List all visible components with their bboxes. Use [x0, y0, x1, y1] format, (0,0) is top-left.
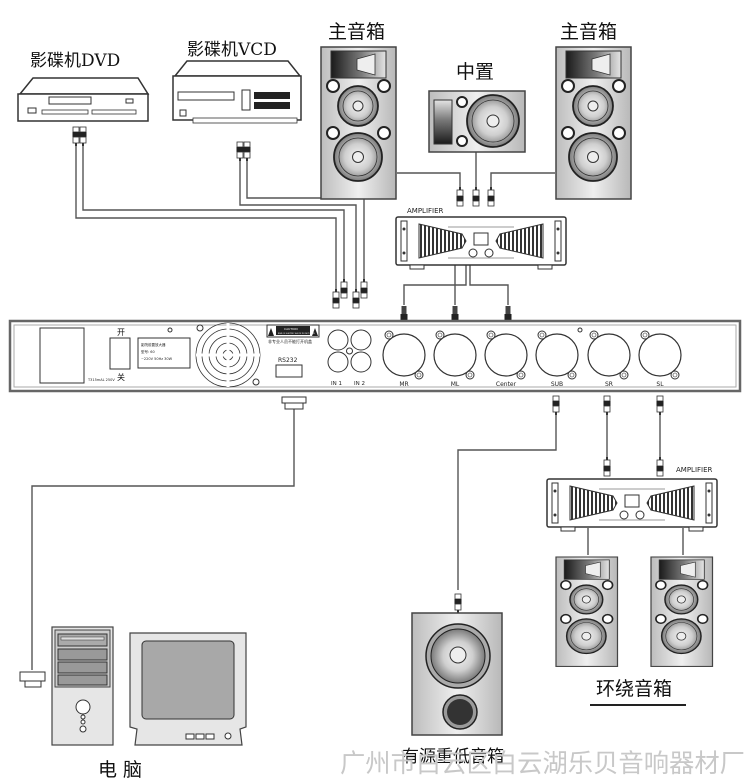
speaker-plug-icon	[603, 395, 611, 416]
speaker-icon	[555, 46, 632, 200]
in2-label: IN 2	[354, 381, 365, 387]
rca-plug-icon	[340, 278, 348, 299]
nameplate-line-2: 型号: 60	[141, 349, 155, 354]
rs232-connector-icon	[281, 396, 307, 410]
processor-rear-panel: T315mAL 250V 开 关 影院前置放大器 型号: 60 ~220V 50…	[8, 319, 742, 393]
computer-label: 电 脑	[98, 759, 142, 781]
rs232-label: RS232	[278, 357, 298, 364]
vcd-player: 影碟机VCD	[172, 40, 302, 162]
front-amplifier-label: AMPLIFIER	[407, 207, 444, 215]
rca-plug-icon	[656, 456, 664, 477]
subwoofer-label: 有源重低音箱	[402, 747, 504, 767]
rca-plug-icon	[243, 141, 251, 162]
caution-text: CAUTION	[284, 327, 298, 331]
output-label-center: Center	[496, 381, 517, 388]
nameplate	[137, 337, 191, 369]
amplifier-icon	[395, 216, 567, 270]
rca-plug-icon	[352, 288, 360, 309]
computer: 电 脑	[19, 626, 247, 781]
rca-plug-icon	[72, 126, 80, 147]
speaker-plug-icon	[451, 306, 459, 322]
serial-plug-icon	[19, 671, 46, 688]
surround-speakers: 环绕音箱	[555, 556, 714, 706]
front-amplifier: AMPLIFIER	[395, 207, 567, 270]
in1-label: IN 1	[331, 381, 342, 387]
nameplate-line-3: ~220V 50Hz 30W	[141, 357, 173, 361]
front-speaker-cables	[397, 150, 555, 305]
speaker-plug-icon	[656, 395, 664, 416]
speaker-plug-icon	[487, 186, 495, 207]
rca-plug-icon	[332, 288, 340, 309]
output-label-sl: SL	[656, 381, 664, 388]
rca-plug-icon	[360, 278, 368, 299]
main-speaker-right-label: 主音箱	[560, 21, 617, 43]
in1-jack-bottom[interactable]	[327, 351, 349, 373]
rs232-cable	[31, 408, 295, 670]
in2-jack-top[interactable]	[350, 329, 372, 351]
caution-cn-text: 非专业人员不能打开机盖	[268, 338, 312, 344]
power-switch[interactable]	[109, 337, 131, 370]
power-on-label: 开	[117, 328, 125, 337]
nameplate-line-1: 影院前置放大器	[141, 342, 166, 347]
vcd-label: 影碟机VCD	[187, 40, 277, 60]
speaker-icon	[555, 556, 619, 668]
speaker-plug-icon	[472, 186, 480, 207]
output-sockets: MR ML Center SUB SR SL	[382, 330, 682, 388]
speaker-icon	[320, 46, 397, 200]
amplifier-icon	[546, 478, 718, 532]
surround-cables	[587, 410, 684, 555]
surround-amplifier: AMPLIFIER	[546, 466, 718, 532]
main-speaker-right: 主音箱	[555, 21, 632, 200]
pc-tower	[51, 626, 114, 746]
speaker-plug-icon	[456, 186, 464, 207]
in1-jack-top[interactable]	[327, 329, 349, 351]
output-label-sr: SR	[605, 381, 613, 388]
output-label-mr: MR	[399, 381, 408, 388]
in2-jack-bottom[interactable]	[350, 351, 372, 373]
speaker-plug-icon	[400, 306, 408, 322]
speaker-plug-icon	[552, 395, 560, 416]
watermark: 广州市白云区白云湖乐贝音响器材厂	[340, 749, 745, 779]
center-speaker-label: 中置	[456, 61, 494, 83]
speaker-icon	[650, 556, 714, 668]
power-off-label: 关	[117, 372, 125, 382]
speaker-plug-icon	[504, 306, 512, 322]
output-label-ml: ML	[451, 381, 460, 388]
dvd-cables	[75, 145, 345, 290]
dvd-label: 影碟机DVD	[30, 51, 120, 71]
rs232-port[interactable]	[275, 364, 303, 378]
rca-plug-icon	[79, 126, 87, 147]
monitor	[129, 632, 247, 746]
rca-plug-icon	[236, 141, 244, 162]
input-jacks: IN 1 IN 2	[327, 329, 372, 387]
sub-cable	[457, 410, 557, 590]
rca-plug-icon	[454, 593, 462, 614]
subwoofer: 有源重低音箱	[402, 612, 504, 767]
caution-label: CAUTION RISK OF ELECTRIC SHOCK DO NOT OP…	[266, 324, 320, 344]
caution-subtext: RISK OF ELECTRIC SHOCK DO NOT OPEN	[278, 333, 315, 335]
fan-grille-icon	[195, 322, 261, 388]
power-inlet	[39, 327, 85, 384]
vcd-cables	[239, 160, 365, 290]
fuse-label: T315mAL 250V	[87, 378, 115, 382]
dvd-player: 影碟机DVD	[17, 51, 150, 147]
surround-amplifier-label: AMPLIFIER	[676, 466, 713, 474]
center-speaker: 中置	[428, 61, 526, 153]
output-label-sub: SUB	[551, 381, 563, 388]
main-speaker-left: 主音箱	[320, 21, 397, 200]
main-speaker-left-label: 主音箱	[328, 21, 385, 43]
surround-speakers-label: 环绕音箱	[596, 678, 672, 700]
rca-plug-icon	[603, 456, 611, 477]
